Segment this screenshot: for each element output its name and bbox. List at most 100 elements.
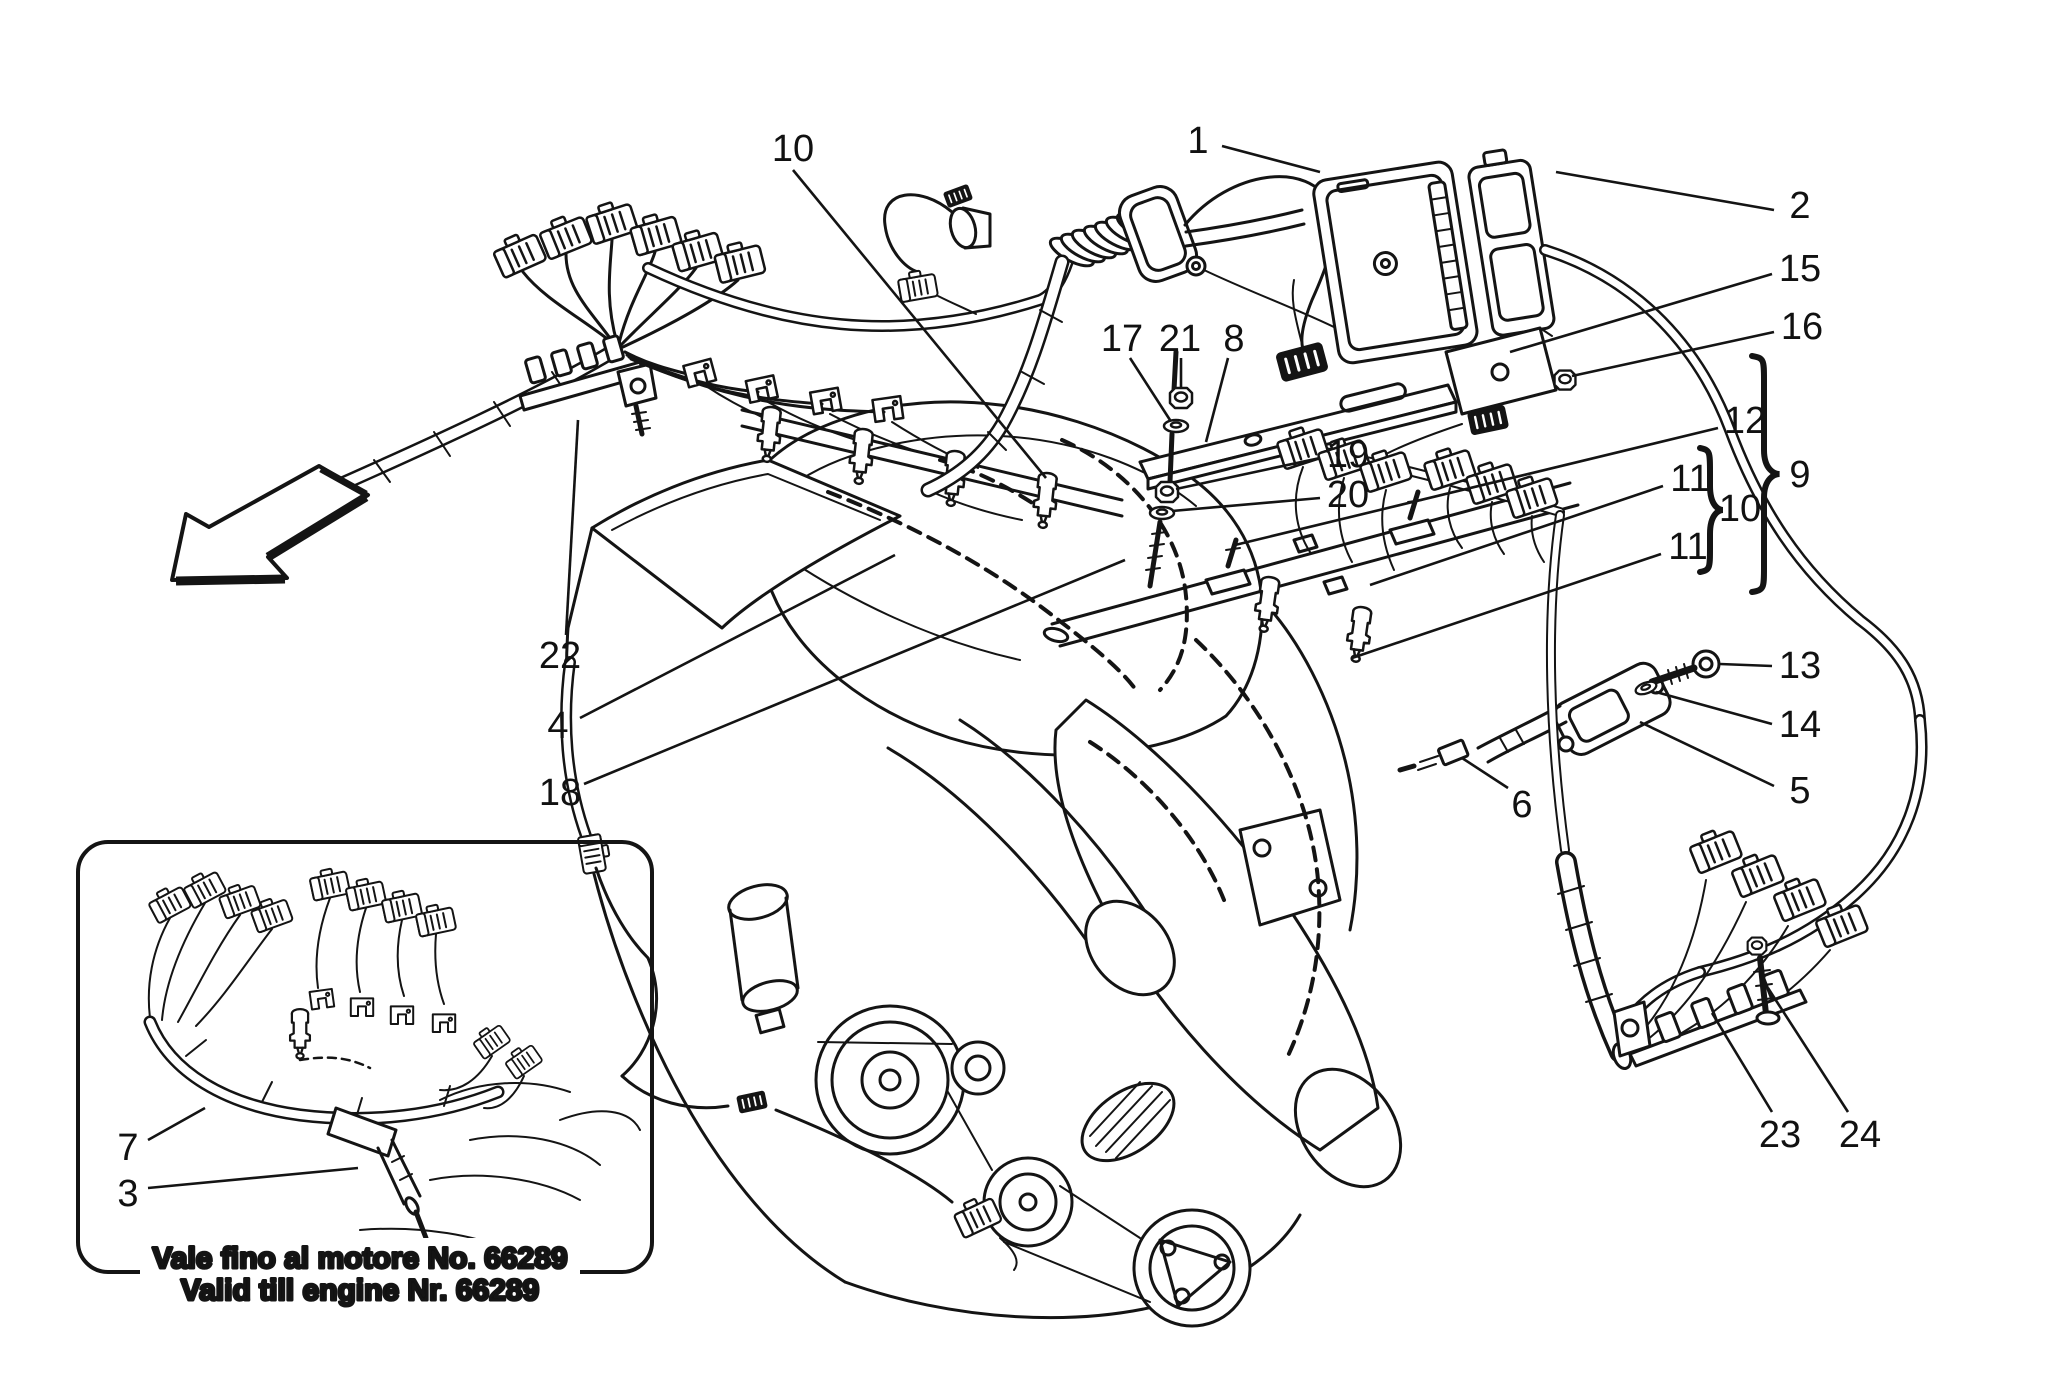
callout-24: 24 (1766, 987, 1881, 1156)
callout-leader-line (147, 1166, 359, 1190)
callout-number: 10 (772, 128, 814, 170)
callout-leader-line (1461, 756, 1509, 790)
callout-22: 22 (539, 419, 581, 677)
callout-leader-line (1555, 170, 1775, 212)
pin-connector-icon (941, 182, 975, 210)
water-neck (727, 883, 800, 1035)
callout-number: 24 (1839, 1114, 1881, 1156)
ecu-cover (1467, 148, 1556, 337)
coil-clip-icon (431, 1013, 457, 1034)
connector-icon (501, 1039, 544, 1081)
pulley-crank (1132, 1208, 1252, 1328)
callout-number: 10 (1719, 488, 1761, 530)
callout-leader-line (1175, 456, 1321, 491)
callout-6: 6 (1461, 756, 1533, 826)
callout-number: 9 (1789, 454, 1810, 496)
connector-icon (307, 864, 352, 902)
callout-number: 7 (117, 1127, 138, 1169)
coil-clip-icon (349, 997, 375, 1018)
pulley-idler (982, 1156, 1074, 1248)
connector-icon (488, 225, 549, 280)
group-brace-10 (1697, 445, 1724, 575)
callout-21: 21 (1159, 318, 1201, 388)
inset-box: Vale fino al motore No. 66289 Valid till… (76, 840, 654, 1309)
callout-number: 6 (1511, 784, 1532, 826)
bottom-cables (560, 656, 1018, 1271)
callout-leader-line (1509, 272, 1773, 354)
callout-leader-line (1369, 484, 1664, 587)
callout-number: 18 (539, 772, 581, 814)
inset-harness (143, 864, 641, 1256)
callout-12: 12 (1234, 400, 1766, 547)
callout-leader-line (1204, 357, 1230, 443)
callout-number: 1 (1187, 120, 1208, 162)
callout-23: 23 (1710, 1012, 1801, 1156)
callout-leader-line (1639, 720, 1775, 788)
belt (817, 1041, 1151, 1303)
callout-number: 4 (547, 705, 568, 747)
callout-3: 3 (117, 1166, 359, 1215)
intake-grille (1080, 1081, 1176, 1163)
callout-number: 3 (117, 1173, 138, 1215)
mount-plate-15 (1444, 326, 1558, 416)
nut-icon (1553, 369, 1577, 391)
pulley-tensioner (950, 1040, 1006, 1096)
coil-clip-icon (389, 1005, 415, 1026)
callout-number: 12 (1724, 400, 1766, 442)
callout-leader-line (564, 419, 580, 636)
pulley-large (814, 1004, 966, 1156)
nut-icon (1168, 386, 1194, 410)
callout-number: 17 (1101, 318, 1143, 360)
callout-leader-line (147, 1106, 206, 1142)
right-bank-connectors (1273, 420, 1565, 571)
callout-leader-line (1351, 552, 1662, 660)
coil-clip-icon (308, 987, 336, 1011)
inset-coil (326, 1106, 429, 1241)
callout-number: 13 (1779, 645, 1821, 687)
ecu-connector-icon (1273, 339, 1331, 385)
bracket-bolt-24 (1746, 936, 1781, 1026)
callout-16: 16 (1571, 306, 1823, 378)
callout-4: 4 (547, 553, 896, 747)
callout-18: 18 (539, 558, 1126, 814)
harness-bracket-23 (1612, 969, 1808, 1068)
callout-7: 7 (117, 1106, 206, 1169)
grommet-bellows (1048, 211, 1163, 268)
callout-leader-line (1221, 144, 1321, 174)
right-harness (1539, 244, 1928, 1071)
callout-leader-line (1171, 496, 1321, 513)
pin-connector-icon (735, 1089, 769, 1115)
callout-8: 8 (1204, 318, 1245, 443)
callout-17: 17 (1101, 318, 1172, 421)
callout-number: 19 (1327, 434, 1369, 476)
callout-leader-line (583, 558, 1126, 786)
connector-icon (535, 208, 595, 262)
connector-icon (343, 874, 388, 912)
callout-number: 22 (539, 635, 581, 677)
ecu-assembly (883, 148, 1577, 498)
coil-bolt (1648, 649, 1721, 686)
callout-leader-line (579, 553, 896, 720)
callout-number: 16 (1781, 306, 1823, 348)
intake-runner (1053, 698, 1380, 1152)
direction-arrow (170, 464, 370, 586)
callout-leader-line (1655, 690, 1773, 726)
group-brace-9 (1749, 353, 1780, 595)
callout-number: 8 (1223, 318, 1244, 360)
spark-plug (1397, 738, 1470, 773)
connector-icon (469, 1019, 512, 1061)
callout-leader-line (1234, 426, 1719, 547)
callout-11: 11 (1351, 526, 1708, 660)
coil-assembly (1397, 649, 1721, 773)
injector-retainer (1322, 575, 1349, 596)
caption-mask (140, 1238, 580, 1282)
callout-leader-line (791, 169, 1048, 479)
callout-15: 15 (1509, 248, 1821, 354)
callout-9: 9 (1789, 454, 1810, 496)
callout-10: 10 (1719, 488, 1761, 530)
callout-number: 20 (1327, 474, 1369, 516)
callout-19: 19 (1175, 434, 1369, 491)
